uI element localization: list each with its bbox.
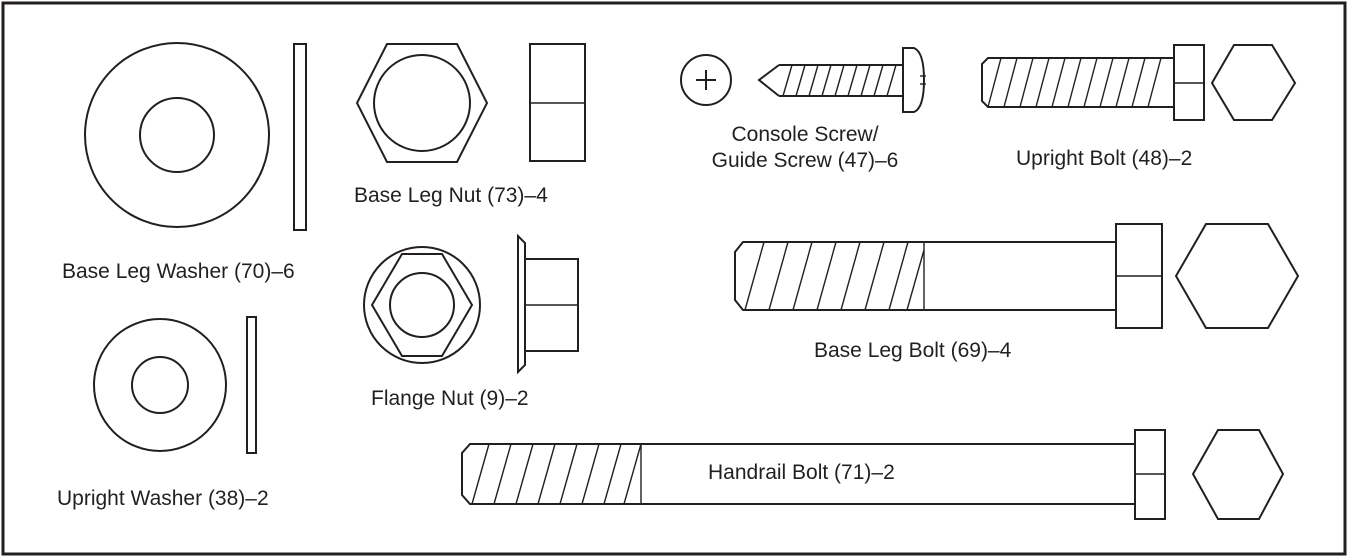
console-screw-drawing [680,47,926,113]
console-screw-label-line-1: Console Screw/ [731,123,879,146]
flange-nut-label: Flange Nut (9)–2 [371,387,529,410]
base-leg-bolt-drawing [734,223,1300,329]
base-leg-bolt-label: Base Leg Bolt (69)–4 [814,339,1012,362]
console-screw-label-line-2: Guide Screw (47)–6 [711,149,899,172]
upright-bolt-label: Upright Bolt (48)–2 [1016,147,1193,170]
base-leg-nut-drawing [355,43,586,163]
base-leg-washer-label: Base Leg Washer (70)–6 [62,260,295,283]
upright-washer-drawing [93,316,257,454]
upright-washer-label: Upright Washer (38)–2 [57,487,269,510]
handrail-bolt-label: Handrail Bolt (71)–2 [708,461,895,484]
base-leg-nut-label: Base Leg Nut (73)–4 [354,184,548,207]
handrail-bolt-drawing [461,429,1285,520]
console-screw-label: Console Screw/ Guide Screw (47)–6 [670,122,940,174]
upright-bolt-drawing [981,44,1297,121]
base-leg-washer-drawing [84,42,307,231]
flange-nut-drawing [363,233,579,375]
